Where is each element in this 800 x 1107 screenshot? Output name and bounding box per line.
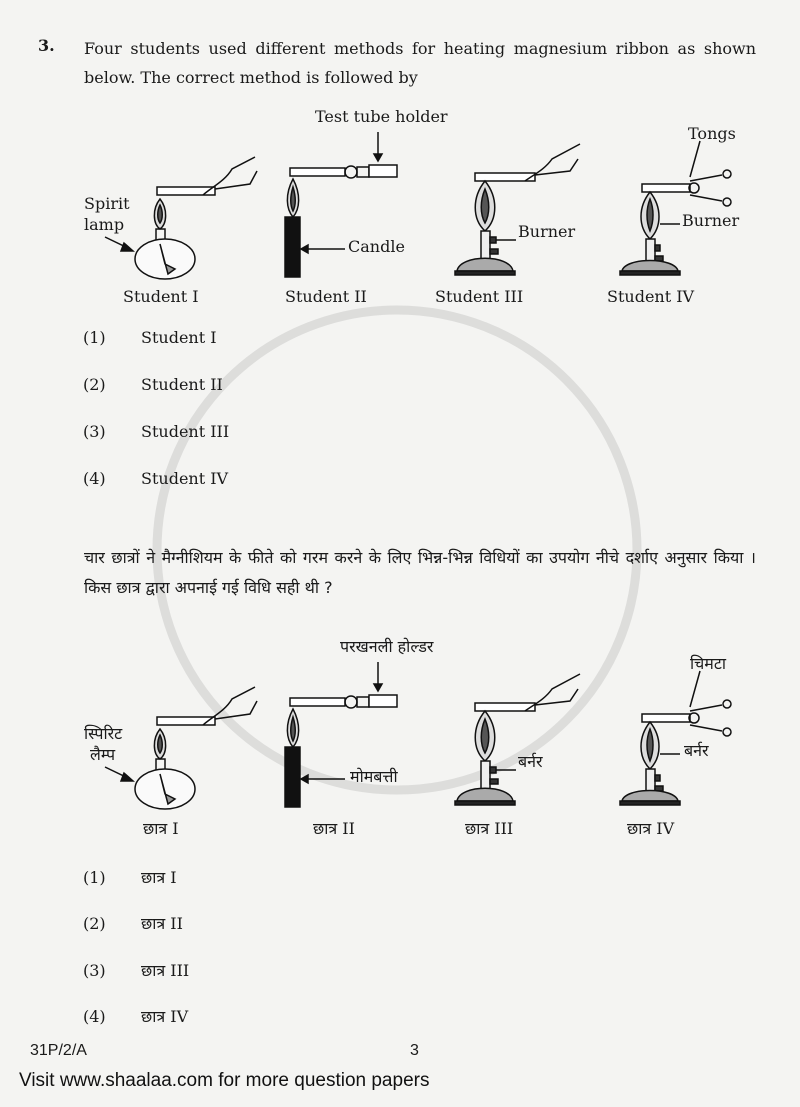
option-4-english[interactable]: (4)Student IV <box>83 469 229 488</box>
student-label-4: Student IV <box>607 287 695 306</box>
apparatus-drawings <box>104 131 732 280</box>
student-label-1: छात्र I <box>143 819 179 838</box>
option-2-english[interactable]: (2)Student II <box>83 375 223 394</box>
figure-heating-methods-hindi: स्पिरिट लैम्प परखनली होल्डर मोमबत्ती बर्… <box>84 637 732 838</box>
footer-link[interactable]: Visit www.shaalaa.com for more question … <box>19 1070 430 1091</box>
label-candle: मोमबत्ती <box>350 767 398 786</box>
label-candle: Candle <box>348 237 405 256</box>
student-label-2: छात्र II <box>313 819 355 838</box>
label-spirit-lamp-2: लैम्प <box>90 745 116 764</box>
question-number: 3. <box>38 36 55 55</box>
question-text-english: Four students used different methods for… <box>84 39 756 87</box>
option-1-english[interactable]: (1)Student I <box>83 328 217 347</box>
label-burner-4: बर्नर <box>684 741 709 760</box>
figure-heating-methods-english: Spirit lamp Test tube holder Candle Burn… <box>84 107 739 306</box>
option-4-hindi[interactable]: (4)छात्र IV <box>83 1007 189 1026</box>
label-spirit-lamp-2: lamp <box>84 215 124 234</box>
paper-code: 31P/2/A <box>30 1042 87 1059</box>
option-1-hindi[interactable]: (1)छात्र I <box>83 868 177 887</box>
student-label-3: छात्र III <box>465 819 513 838</box>
label-burner-3: बर्नर <box>518 752 543 771</box>
label-test-tube-holder: परखनली होल्डर <box>340 637 434 656</box>
label-spirit-lamp: Spirit <box>84 194 130 213</box>
option-3-english[interactable]: (3)Student III <box>83 422 230 441</box>
label-test-tube-holder: Test tube holder <box>315 107 448 126</box>
option-2-hindi[interactable]: (2)छात्र II <box>83 914 183 933</box>
page-number: 3 <box>410 1042 419 1059</box>
student-label-2: Student II <box>285 287 367 306</box>
student-label-3: Student III <box>435 287 523 306</box>
apparatus-drawings <box>104 661 732 810</box>
student-label-1: Student I <box>123 287 199 306</box>
label-spirit-lamp: स्पिरिट <box>84 724 123 743</box>
question-text-hindi: चार छात्रों ने मैग्नीशियम के फीते को गरम… <box>84 548 756 597</box>
option-3-hindi[interactable]: (3)छात्र III <box>83 961 190 980</box>
student-label-4: छात्र IV <box>627 819 675 838</box>
label-tongs: चिमटा <box>690 654 727 673</box>
label-burner-3: Burner <box>518 222 575 241</box>
label-tongs: Tongs <box>688 124 736 143</box>
label-burner-4: Burner <box>682 211 739 230</box>
